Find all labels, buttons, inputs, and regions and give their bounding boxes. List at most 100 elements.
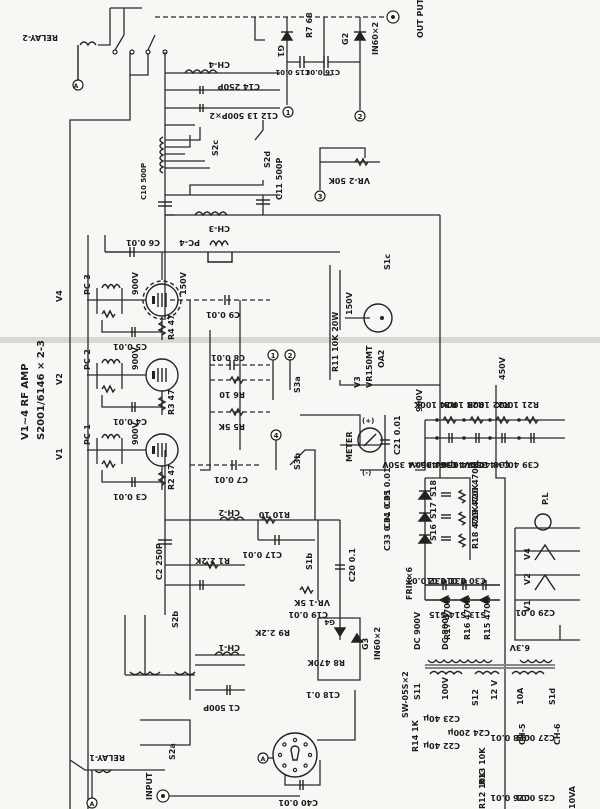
rectifier-diode (478, 594, 489, 606)
s14-label: S14 (449, 610, 466, 619)
meter-switch: 1 2 S3a 4 S3b METER (+) (-) C21 0.01 (267, 349, 402, 520)
socket-pin (307, 752, 313, 758)
ladder-resistor (524, 415, 539, 425)
s3b-label: S3b (293, 453, 302, 470)
c20-label: C20 0.1 (348, 548, 357, 582)
r8-label: R8 470K (307, 658, 345, 667)
c7-label: C7 0.01 (214, 475, 248, 484)
socket-pin (303, 742, 308, 747)
v900-label: 900V (415, 388, 424, 412)
meter-minus-label: (-) (362, 469, 371, 477)
input-label: INPUT (145, 772, 154, 800)
rectifier-diode (417, 489, 433, 500)
c31-label: C31 0.01 (426, 576, 466, 585)
tube-socket: A C40 0.01 (257, 690, 356, 807)
v3-alt-label: OA2 (377, 350, 386, 368)
r23-label: R23 100K (440, 400, 484, 409)
plate-voltage-label: 900V (131, 421, 140, 445)
s1c-label: S1c (383, 254, 392, 270)
r6-label: R6 10 (219, 390, 245, 399)
terminal-a-socket-label: A (261, 756, 266, 763)
terminal-3-top-label: 3 (318, 193, 323, 201)
c38-label: C38 40μ×4 350V (434, 460, 510, 469)
det-diode-type: IN60×2 (373, 627, 382, 660)
title-line-1: V1~4 RF AMP (20, 363, 31, 440)
c11-label: C11 500P (275, 158, 284, 200)
s3a-label: S3a (293, 376, 302, 393)
r16-label: R16 470K (463, 596, 472, 640)
vr2-section: VR-2 50K 3 (314, 147, 380, 202)
c26-label: C26 0.01 (490, 793, 530, 802)
grid-resistor-label: R3 47 (167, 389, 176, 415)
terminal-a-bottom-label: A (90, 801, 95, 808)
pilot-lamp (534, 513, 552, 531)
r1-label: R1 2.2K (194, 556, 230, 565)
g2-label: G2 (341, 33, 350, 45)
c18-label: C18 0.1 (306, 690, 340, 699)
socket-pin (292, 737, 298, 743)
terminal-3-top (314, 190, 326, 202)
s2b-label: S2b (171, 611, 180, 628)
tube-bus: C9 0.01 C8 0.01 R6 10 R5 5K C7 0.01 (87, 235, 270, 809)
g3-label: G3 (361, 638, 370, 650)
r17-label: R17 470K (443, 596, 452, 640)
c40-label: C40 0.01 (278, 798, 318, 807)
output-diode-type: IN60×2 (371, 22, 380, 55)
v2-title-label: V2 (55, 373, 64, 385)
plate-line: C6 0.01 PC-4 (104, 235, 340, 280)
c15-label: C15 0.01 (275, 68, 310, 76)
meter-plus-label: (+) (362, 417, 374, 425)
r11-label: R11 10K 20W (331, 312, 340, 372)
frik-label: FRIK×6 (405, 566, 414, 600)
fuse-label: 10A (516, 687, 525, 705)
g1-label: G1 (276, 45, 285, 58)
terminal-a-socket (257, 752, 269, 764)
sw055-label: SW-05S×2 (401, 671, 410, 718)
r10-label: R10 10 (258, 510, 290, 519)
c24-label: C24 200μ (448, 728, 490, 737)
s1d-label: S1d (548, 688, 557, 705)
c6-label: C6 0.01 (126, 238, 160, 247)
ch3-label: CH-3 (209, 224, 230, 233)
screen-voltage-label: 150V (179, 271, 188, 295)
va-label: 10VA (568, 785, 577, 809)
grid-resistor-label: R4 47 (167, 314, 176, 340)
r9-label: R9 2.2K (254, 628, 290, 637)
socket-pin (282, 763, 287, 768)
v3-label: V3 (353, 376, 362, 388)
s1b-label: S1b (305, 553, 314, 570)
relay-2-label: RELAY-2 (22, 33, 58, 42)
output-label: OUT PUT (416, 0, 425, 38)
r18-label: R18 470K (471, 505, 480, 549)
r21-label: R21 100K (495, 400, 539, 409)
output-tank: CH-4 C14 250P C12 13 500P×2 S2c S2d C10 … (140, 52, 441, 478)
c19-label: C19 0.01 (288, 610, 328, 619)
c21-label: C21 0.01 (393, 415, 402, 455)
s13-label: S13 (469, 610, 486, 619)
r19-label: R19 470K (471, 483, 480, 527)
pl-v2-label: V2 (523, 573, 532, 585)
terminal-1-top (282, 106, 294, 118)
c10-label: C10 500P (140, 163, 148, 200)
s2d-label: S2d (263, 151, 272, 168)
r20-label: R20 470K (471, 461, 480, 505)
dc900-label: DC 900V (413, 611, 422, 650)
s2a-label: S2a (168, 743, 177, 760)
rectifier-diode (417, 511, 433, 522)
title-line-2: S2001/6146 × 2-3 (36, 340, 47, 440)
pl-label: P.L (541, 492, 550, 505)
input-grid-section: CH-2 R10 10 C2 250P R1 2.2K C17 0.01 S1b… (155, 450, 382, 699)
v3-regulator: V3 VR150MT OA2 R11 10K 20W 150V S1c (329, 254, 440, 388)
v4-title-label: V4 (55, 290, 64, 302)
c35-label: C35 0.01 (383, 467, 392, 507)
c32-label: C32 0.01 (406, 576, 446, 585)
c12-label: C12 13 500P×2 (209, 111, 278, 120)
v1-title-label: V1 (55, 448, 64, 460)
c14-label: C14 250P (218, 82, 260, 91)
socket-pin (303, 763, 308, 768)
dc800-label: DC 800V (441, 611, 450, 650)
